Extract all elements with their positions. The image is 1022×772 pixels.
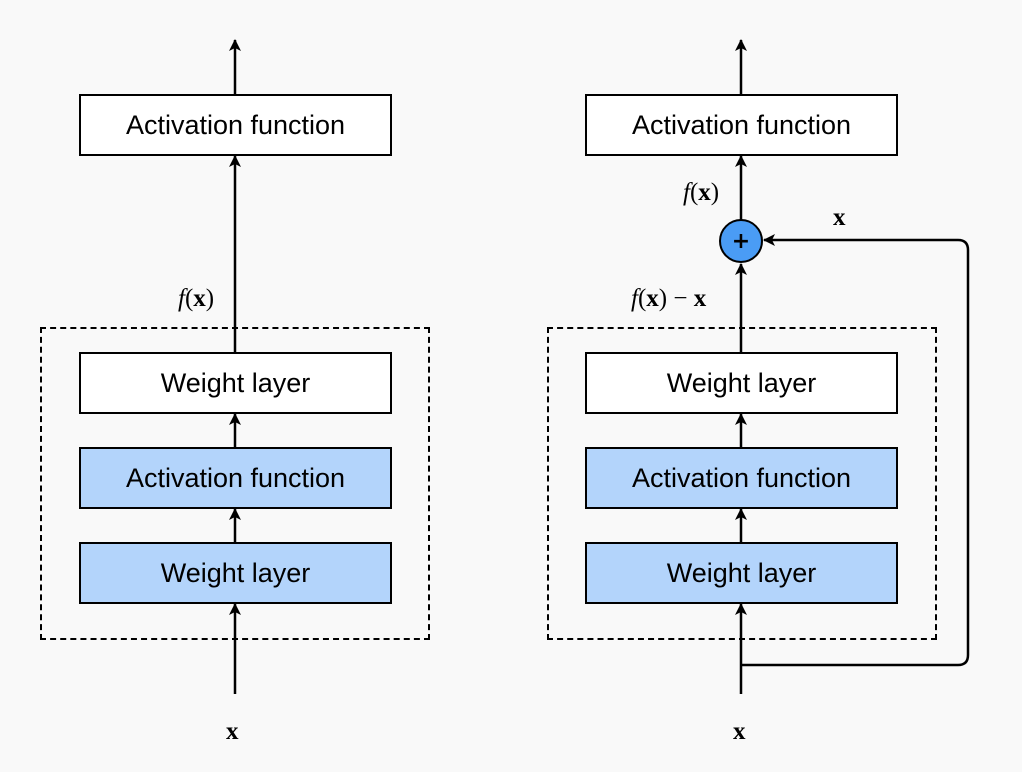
left-output-activation-box: Activation function (79, 94, 392, 156)
left-activation-layer: Activation function (79, 447, 392, 509)
right-output-activation-label: Activation function (631, 109, 852, 140)
right-output-activation-box: Activation function (585, 94, 898, 156)
left-fx-var: x (193, 285, 206, 312)
left-input-label: x (226, 719, 239, 744)
right-fx-close: ) (710, 179, 720, 206)
adder-node: + (719, 219, 763, 263)
left-bottom-weight-layer: Weight layer (79, 542, 392, 604)
right-residual-label: f(x) − x (631, 286, 706, 311)
residual-open: ( (637, 285, 647, 312)
right-input-var: x (733, 718, 746, 745)
left-dashed-block (40, 327, 430, 640)
right-input-label: x (733, 719, 746, 744)
right-fx-label: f(x) (683, 180, 719, 205)
left-output-activation-label: Activation function (125, 109, 346, 140)
right-top-weight-label: Weight layer (666, 367, 817, 398)
residual-var: x (646, 285, 659, 312)
skip-var: x (833, 204, 846, 231)
right-activation-layer: Activation function (585, 447, 898, 509)
right-bottom-weight-layer: Weight layer (585, 542, 898, 604)
skip-connection-label: x (833, 205, 846, 230)
left-top-weight-label: Weight layer (160, 367, 311, 398)
residual-minus: − (667, 285, 694, 312)
left-fx-func: f (178, 285, 185, 312)
plus-icon: + (731, 228, 751, 254)
residual-func: f (631, 285, 638, 312)
right-top-weight-layer: Weight layer (585, 352, 898, 414)
left-fx-label: f(x) (178, 286, 214, 311)
right-fx-var: x (698, 179, 711, 206)
left-bottom-weight-label: Weight layer (160, 557, 311, 588)
residual-var2: x (693, 285, 707, 312)
skip-connection-arrow (741, 234, 970, 667)
right-bottom-weight-label: Weight layer (666, 557, 817, 588)
left-top-weight-layer: Weight layer (79, 352, 392, 414)
left-activation-label: Activation function (125, 462, 346, 493)
residual-close: ) (658, 285, 668, 312)
right-fx-func: f (683, 179, 690, 206)
left-input-var: x (226, 718, 239, 745)
right-activation-label: Activation function (631, 462, 852, 493)
left-fx-open: ( (184, 285, 194, 312)
right-dashed-block (547, 327, 937, 640)
left-fx-close: ) (205, 285, 215, 312)
right-fx-open: ( (689, 179, 699, 206)
